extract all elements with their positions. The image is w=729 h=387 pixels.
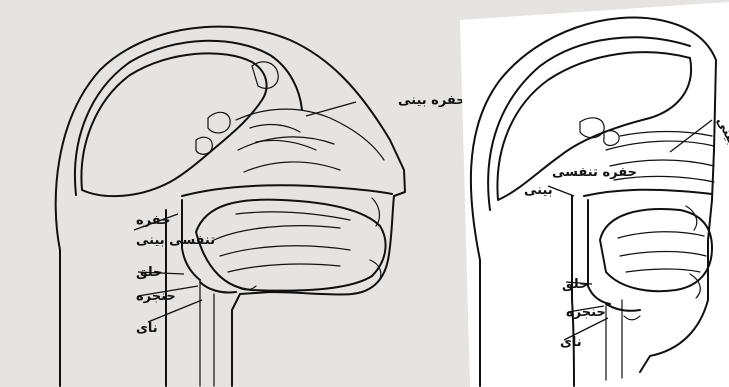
left-label-larynx: حنجره bbox=[136, 289, 176, 304]
right-label-nasal-resp-line1: حفره تنفسی bbox=[552, 165, 637, 180]
right-label-larynx: حنجره bbox=[566, 305, 606, 320]
left-label-nasal-cavity: حفره بینی bbox=[398, 93, 466, 108]
right-label-trachea: نای bbox=[560, 335, 582, 350]
right-label-nasal-resp-line2: بینی bbox=[524, 183, 553, 198]
left-label-nasal-resp-line2: تنفسی بینی bbox=[136, 233, 215, 248]
right-label-pharynx: حلق bbox=[562, 277, 588, 292]
left-label-trachea: نای bbox=[136, 321, 158, 336]
left-label-nasal-resp-line1: حفره bbox=[136, 213, 171, 228]
left-label-pharynx: حلق bbox=[136, 265, 162, 280]
